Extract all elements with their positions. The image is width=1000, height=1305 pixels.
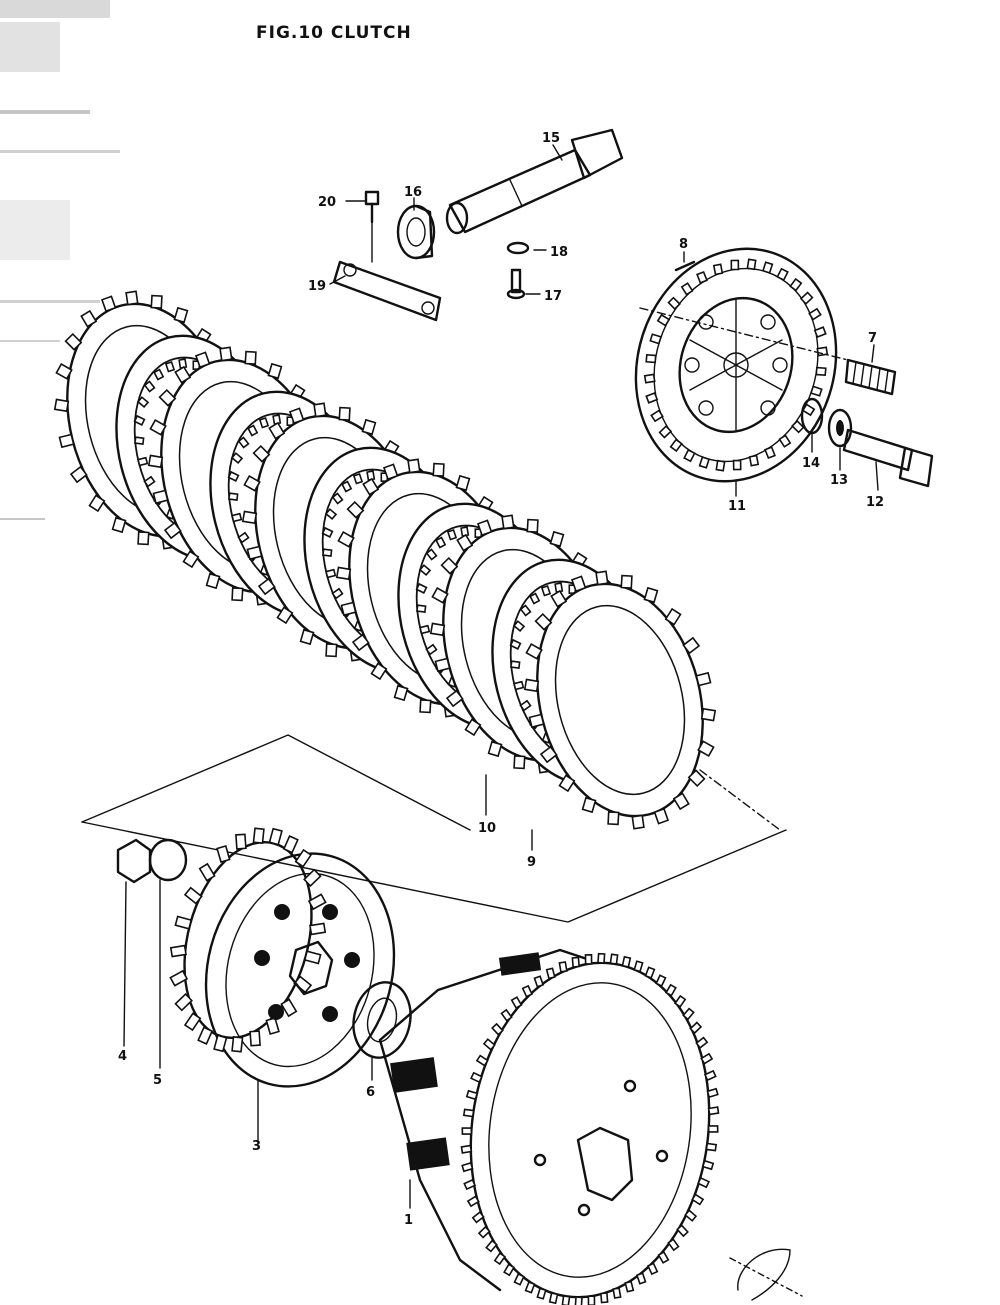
callout-numbers: 1 3 4 5 6 7 8 9 10 11 12 13 14 15 16 17 … — [118, 131, 884, 1228]
callout-18: 18 — [550, 245, 568, 260]
part-13-lockwasher — [827, 408, 853, 448]
callout-12: 12 — [866, 495, 884, 510]
callout-20: 20 — [318, 195, 336, 210]
scan-noise-margin — [0, 0, 120, 520]
callout-6: 6 — [366, 1085, 375, 1100]
part-19-release-arm — [332, 260, 442, 322]
callout-3: 3 — [252, 1139, 261, 1154]
guide-lines — [639, 307, 849, 831]
callout-16: 16 — [404, 185, 422, 200]
assembly-outline — [81, 734, 787, 923]
part-4-nut — [116, 838, 152, 884]
part-14-washer — [800, 397, 824, 435]
callout-14: 14 — [802, 456, 820, 471]
part-3-sleeve-hub — [169, 827, 396, 1088]
callout-7: 7 — [868, 331, 877, 346]
callout-5: 5 — [153, 1073, 162, 1088]
part-20-screw — [364, 190, 380, 263]
part-16-bearing — [396, 204, 436, 260]
callout-15: 15 — [542, 131, 560, 146]
circlip — [729, 1248, 803, 1301]
part-8-pin — [674, 260, 696, 272]
part-1-clutch-housing — [378, 948, 720, 1305]
part-17-screw — [506, 268, 526, 300]
part-5-washer — [148, 838, 188, 882]
part-7-spring — [844, 358, 897, 396]
callout-13: 13 — [830, 473, 848, 488]
figure-title: FIG.10 CLUTCH — [256, 23, 412, 43]
callout-8: 8 — [679, 237, 688, 252]
callout-4: 4 — [118, 1049, 127, 1064]
clutch-plate-stack — [53, 290, 717, 830]
part-18-washer — [506, 241, 530, 255]
callout-19: 19 — [308, 279, 326, 294]
callout-9: 9 — [527, 855, 536, 870]
callout-10: 10 — [478, 821, 496, 836]
part-12-bolt — [842, 428, 934, 488]
part-15-release-rod — [445, 128, 624, 235]
pressure-plate — [634, 247, 838, 483]
callout-11: 11 — [728, 499, 746, 514]
callout-1: 1 — [404, 1213, 413, 1228]
leader-lines — [123, 144, 879, 1209]
part-6-thrust-washer — [352, 981, 412, 1059]
callout-17: 17 — [544, 289, 562, 304]
